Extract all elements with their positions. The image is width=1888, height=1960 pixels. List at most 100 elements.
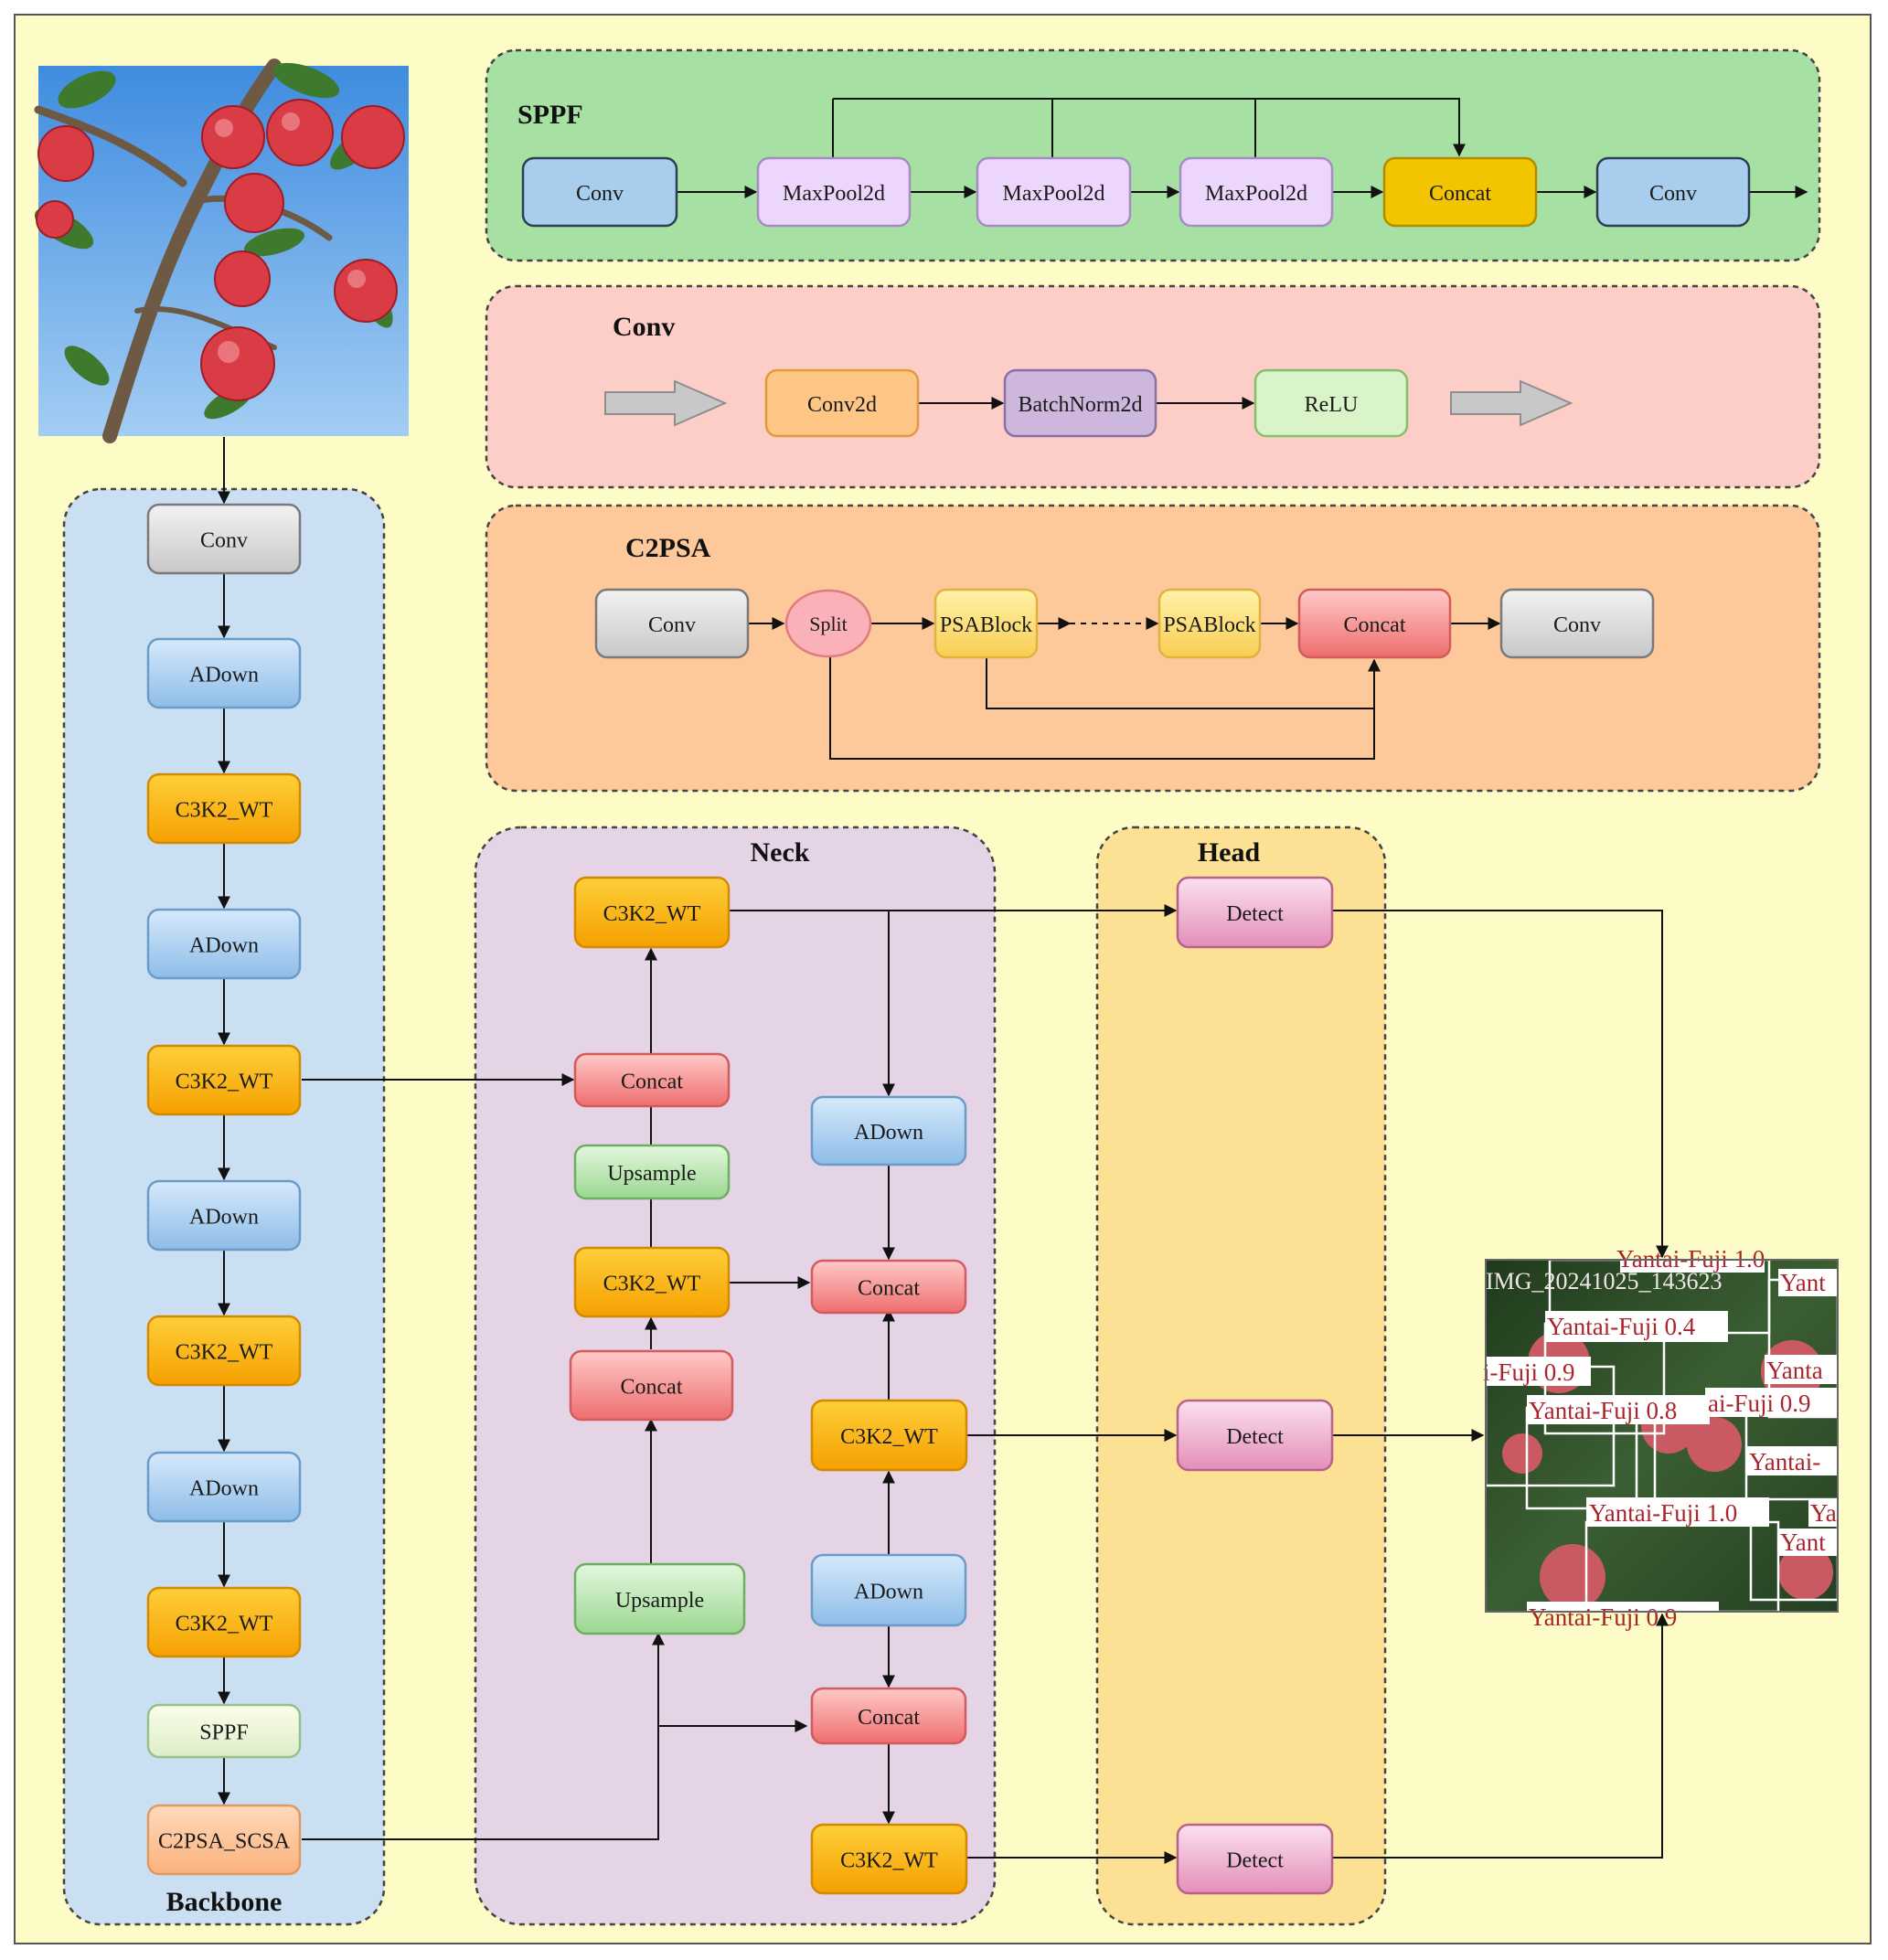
c2psa-psablock-1: PSABlock	[933, 588, 1039, 659]
sppf-panel-title: SPPF	[517, 100, 583, 130]
c2psa-psablock-2: PSABlock	[1157, 588, 1262, 659]
backbone-adown-1: ADown	[146, 637, 302, 709]
sppf-maxpool-1-label: MaxPool2d	[783, 182, 885, 206]
backbone-conv-label: Conv	[200, 529, 248, 553]
detection-label: Yantai-Fuji 0.4	[1547, 1313, 1696, 1340]
neck-adown-2-label: ADown	[854, 1581, 923, 1604]
detection-label: Yant	[1780, 1529, 1826, 1556]
backbone-adown-4: ADown	[146, 1451, 302, 1523]
connectors	[218, 98, 1808, 1864]
c2psa-conv-out: Conv	[1499, 588, 1655, 659]
conv-relu: ReLU	[1253, 368, 1409, 438]
backbone-c3k2-4: C3K2_WT	[146, 1586, 302, 1658]
head-detect-1: Detect	[1176, 876, 1334, 949]
neck-concat-1-label: Concat	[621, 1071, 683, 1094]
neck-concat-4-label: Concat	[858, 1706, 920, 1730]
c2psa-split-label: Split	[809, 612, 848, 635]
c2psa-psablock-1-label: PSABlock	[940, 613, 1032, 637]
backbone-c2psa-scsa-label: C2PSA_SCSA	[158, 1830, 291, 1854]
backbone-c2psa-scsa: C2PSA_SCSA	[146, 1804, 302, 1876]
neck-concat-4: Concat	[810, 1687, 967, 1745]
conv-relu-label: ReLU	[1305, 393, 1359, 417]
sppf-maxpool-2: MaxPool2d	[976, 156, 1132, 228]
backbone-adown-1-label: ADown	[189, 664, 259, 687]
neck-panel-title: Neck	[751, 837, 810, 868]
neck-adown-2: ADown	[810, 1553, 967, 1627]
head-detect-3-label: Detect	[1226, 1849, 1284, 1873]
detection-label: Yanta	[1766, 1357, 1823, 1384]
detection-label: IMG_20241025_143623	[1486, 1268, 1723, 1294]
backbone-conv: Conv	[146, 503, 302, 575]
backbone-sppf: SPPF	[146, 1703, 302, 1759]
detection-label: ai-Fuji 0.9	[1708, 1390, 1811, 1417]
neck-c3k2-bottom-label: C3K2_WT	[840, 1849, 938, 1873]
neck-panel: Neck	[474, 826, 997, 1926]
neck-c3k2-top: C3K2_WT	[573, 876, 731, 949]
backbone-c3k2-2-label: C3K2_WT	[176, 1071, 273, 1094]
neck-c3k2-mid-label: C3K2_WT	[603, 1273, 701, 1296]
c2psa-panel-title: C2PSA	[625, 533, 711, 563]
neck-concat-2: Concat	[569, 1349, 734, 1422]
detection-label: i-Fuji 0.9	[1483, 1358, 1575, 1386]
c2psa-concat: Concat	[1297, 588, 1452, 659]
neck-upsample-2-label: Upsample	[615, 1589, 704, 1613]
backbone-c3k2-1-label: C3K2_WT	[176, 799, 273, 823]
sppf-conv-out: Conv	[1595, 156, 1751, 228]
sppf-maxpool-1: MaxPool2d	[756, 156, 912, 228]
head-detect-3: Detect	[1176, 1823, 1334, 1895]
backbone-c3k2-1: C3K2_WT	[146, 772, 302, 845]
conv-batchnorm2d-label: BatchNorm2d	[1019, 393, 1143, 417]
neck-upsample-2: Upsample	[573, 1562, 746, 1635]
backbone-adown-3-label: ADown	[189, 1206, 259, 1230]
backbone-panel-title: Backbone	[166, 1887, 283, 1917]
detection-label: Yantai-Fuji 0.9	[1529, 1603, 1677, 1631]
backbone-adown-2: ADown	[146, 908, 302, 980]
c2psa-conv-out-label: Conv	[1553, 613, 1601, 637]
c2psa-conv-in-label: Conv	[648, 613, 696, 637]
conv-conv2d: Conv2d	[764, 368, 920, 438]
neck-concat-3: Concat	[810, 1259, 967, 1315]
neck-concat-1: Concat	[573, 1052, 731, 1108]
head-panel: Head	[1095, 826, 1387, 1926]
neck-adown-1: ADown	[810, 1095, 967, 1166]
sppf-conv-out-label: Conv	[1649, 182, 1697, 206]
backbone-adown-2-label: ADown	[189, 934, 259, 958]
neck-upsample-1-label: Upsample	[607, 1162, 696, 1186]
neck-c3k2-mid: C3K2_WT	[573, 1246, 731, 1318]
neck-adown-1-label: ADown	[854, 1121, 923, 1145]
flow-arrow-out-icon	[1450, 379, 1573, 427]
neck-concat-3-label: Concat	[858, 1277, 920, 1301]
backbone-c3k2-2: C3K2_WT	[146, 1044, 302, 1116]
conv-panel-flow-arrows	[604, 379, 1573, 427]
detection-label: Yant	[1780, 1269, 1826, 1296]
backbone-c3k2-3: C3K2_WT	[146, 1315, 302, 1387]
flow-arrow-in-icon	[604, 379, 728, 427]
c2psa-panel: C2PSA	[485, 504, 1821, 793]
conv-batchnorm2d: BatchNorm2d	[1003, 368, 1157, 438]
neck-concat-2-label: Concat	[621, 1376, 683, 1400]
head-detect-2: Detect	[1176, 1399, 1334, 1472]
backbone-adown-3: ADown	[146, 1179, 302, 1252]
head-detect-2-label: Detect	[1226, 1425, 1284, 1449]
sppf-concat: Concat	[1382, 156, 1538, 228]
conv-conv2d-label: Conv2d	[807, 393, 877, 417]
detection-label: Yantai-Fuji 0.8	[1529, 1397, 1677, 1424]
neck-c3k2-right-label: C3K2_WT	[840, 1425, 938, 1449]
detection-label: Ya	[1810, 1499, 1837, 1527]
neck-c3k2-right: C3K2_WT	[810, 1399, 968, 1472]
c2psa-conv-in: Conv	[594, 588, 750, 659]
c2psa-psablock-2-label: PSABlock	[1163, 613, 1255, 637]
backbone-sppf-label: SPPF	[199, 1721, 248, 1745]
head-panel-title: Head	[1198, 837, 1261, 868]
neck-upsample-1: Upsample	[573, 1144, 731, 1200]
sppf-maxpool-3: MaxPool2d	[1179, 156, 1334, 228]
sppf-conv-in-label: Conv	[576, 182, 624, 206]
backbone-c3k2-4-label: C3K2_WT	[176, 1613, 273, 1636]
backbone-adown-4-label: ADown	[189, 1477, 259, 1501]
c2psa-concat-label: Concat	[1344, 613, 1406, 637]
backbone-c3k2-3-label: C3K2_WT	[176, 1341, 273, 1365]
detection-label: Yantai-Fuji 1.0	[1589, 1499, 1737, 1527]
sppf-conv-in: Conv	[521, 156, 678, 228]
